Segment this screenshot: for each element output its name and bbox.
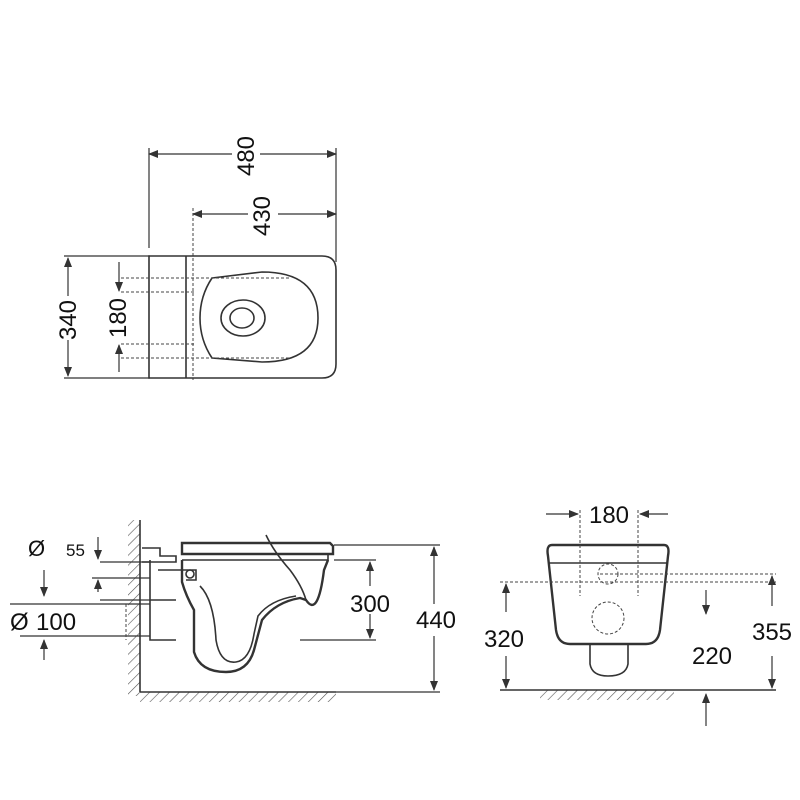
outlet-diameter-symbol: Ø [10,609,29,636]
total-height-label: 440 [416,607,456,634]
outlet-diameter-label: 100 [36,609,76,636]
top-view: 480 430 340 180 [55,136,337,380]
depth-overall-label: 340 [55,300,82,340]
seat-outline [199,271,319,363]
inlet-diameter-symbol: Ø [28,536,45,561]
side-view: Ø 55 Ø 100 300 440 [10,520,456,702]
outlet-height-label: 220 [692,643,732,670]
front-floor-hatch [540,690,674,700]
front-view: 180 320 220 355 [484,502,792,726]
inlet-diameter-label: 55 [66,541,85,560]
toilet-top-outline [148,255,337,379]
bowl-side-outline [180,559,330,674]
wall-hatch [128,520,140,696]
bowl-opening [220,299,266,337]
bowl-front-outline [546,543,670,646]
width-projection-label: 430 [249,196,276,236]
depth-mount-label: 180 [105,298,132,338]
inlet-height-label: 320 [484,626,524,653]
seat-lid [180,541,335,556]
bolt-spacing-label: 180 [589,502,629,529]
bowl-height-label: 300 [350,591,390,618]
width-overall-label: 480 [233,136,260,176]
floor-hatch [140,692,336,702]
top-height-label: 355 [752,619,792,646]
